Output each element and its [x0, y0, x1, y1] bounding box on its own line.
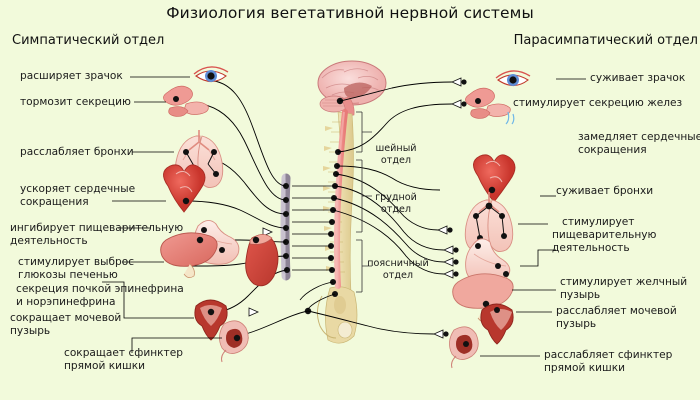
label-sympathetic-heart-1: ускоряет сердечные	[20, 183, 136, 195]
segment-label-lumbar-1: поясничный	[367, 258, 429, 269]
synapse-markers	[433, 77, 462, 339]
label-parasympathetic-rectum-1: расслабляет сфинктер	[544, 349, 673, 361]
section-sympathetic-heading: Симпатический отдел	[12, 33, 165, 48]
organ-eye-left	[193, 66, 229, 83]
organ-salivary-right	[465, 87, 515, 125]
organ-stomach-right	[465, 238, 511, 285]
label-parasympathetic-salivary: стимулирует секрецию желез	[513, 97, 683, 109]
section-parasympathetic-heading: Парасимпатический отдел	[513, 33, 698, 48]
label-parasympathetic-rectum-2: прямой кишки	[544, 362, 626, 374]
label-sympathetic-heart-2: сокращения	[20, 196, 89, 208]
label-sympathetic-rectum-2: прямой кишки	[64, 360, 146, 372]
segment-label-cervical-1: шейный	[375, 143, 417, 154]
label-parasympathetic-bladder-2: пузырь	[556, 318, 597, 330]
label-parasympathetic-stomach-2: пищеварительную	[552, 229, 657, 241]
sympathetic-nerve-paths	[185, 80, 309, 339]
organ-heart-left	[163, 164, 206, 213]
parasympathetic-nerve-paths	[307, 81, 453, 335]
label-leader-lines	[102, 76, 586, 357]
label-parasympathetic-heart-2: сокращения	[578, 144, 647, 156]
postganglionic-dots	[443, 79, 467, 337]
segment-label-cervical-2: отдел	[380, 155, 412, 166]
label-parasympathetic-eye: суживает зрачок	[590, 72, 686, 84]
segment-label-lumbar-2: отдел	[382, 270, 414, 281]
label-parasympathetic-stomach-1: стимулирует	[562, 216, 635, 228]
organ-bladder-left	[194, 299, 228, 341]
organ-bladder-right	[480, 303, 514, 345]
label-parasympathetic-bladder-1: расслабляет мочевой	[556, 305, 677, 317]
label-sympathetic-bladder-1: сокращает мочевой	[10, 312, 122, 324]
label-parasympathetic-stomach-3: деятельность	[552, 242, 630, 254]
organ-salivary-left	[163, 85, 209, 117]
label-sympathetic-lungs: расслабляет бронхи	[20, 146, 134, 158]
label-sympathetic-liver-1: стимулирует выброс	[18, 256, 135, 268]
label-parasympathetic-lungs: суживает бронхи	[556, 185, 654, 197]
organ-eye-right	[495, 70, 531, 87]
label-sympathetic-bladder-2: пузырь	[10, 325, 51, 337]
label-sympathetic-stomach-1: ингибирует пищеварительную	[10, 222, 184, 234]
label-sympathetic-stomach-2: деятельность	[10, 235, 88, 247]
organ-rectum-right	[449, 326, 479, 369]
segment-label-thoracic-1: грудной	[375, 192, 417, 203]
label-parasympathetic-heart-1: замедляет сердечные	[578, 131, 700, 143]
label-parasympathetic-gallbladder-1: стимулирует желчный	[560, 276, 688, 288]
segment-label-thoracic-2: отдел	[380, 204, 412, 215]
label-sympathetic-eye: расширяет зрачок	[20, 70, 123, 82]
preganglionic-connectors	[292, 185, 336, 310]
spinal-cord-illustration	[334, 109, 348, 289]
label-sympathetic-rectum-1: сокращает сфинктер	[64, 347, 183, 359]
label-parasympathetic-gallbladder-2: пузырь	[560, 289, 601, 301]
organ-liver-left	[160, 232, 218, 278]
organ-kidney-adrenal-left	[245, 234, 279, 287]
label-sympathetic-adrenal-2: и норэпинефрина	[16, 296, 116, 308]
organ-heart-right	[473, 154, 516, 203]
spinal-segment-brackets	[356, 111, 372, 293]
organ-lungs-right	[464, 192, 514, 252]
label-sympathetic-adrenal-1: секреция почкой эпинефрина	[16, 283, 184, 295]
label-sympathetic-salivary: тормозит секрецию	[20, 96, 131, 108]
brain-illustration	[317, 60, 387, 117]
label-sympathetic-liver-2: глюкозы печенью	[18, 269, 118, 281]
organ-rectum-left	[219, 320, 249, 363]
page-title: Физиология вегетативной нервной системы	[166, 4, 534, 22]
